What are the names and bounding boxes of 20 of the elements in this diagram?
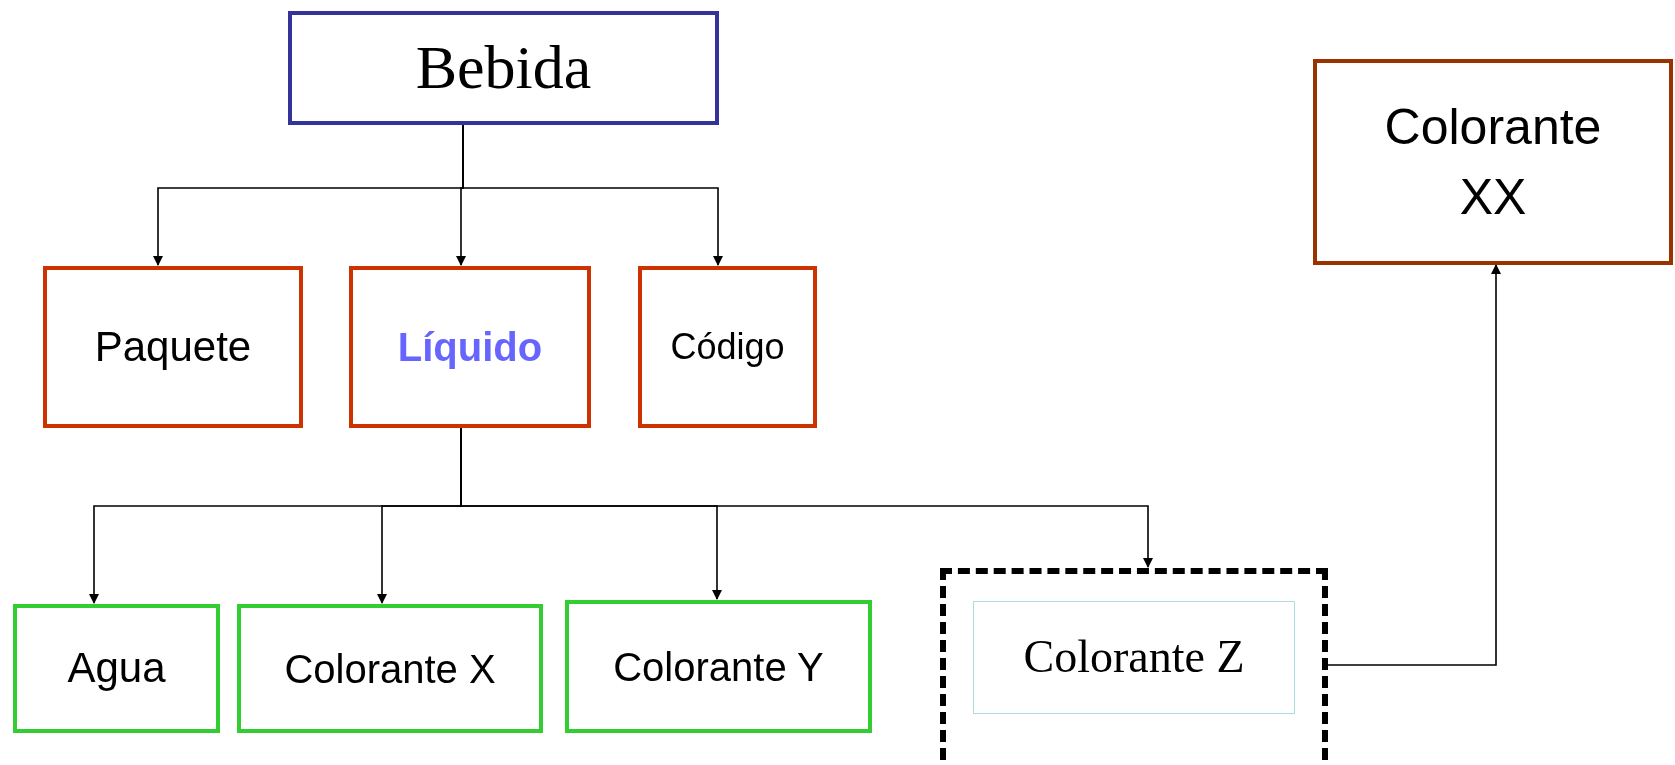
process-box	[565, 600, 872, 733]
process-box	[349, 266, 591, 428]
node-label: Código	[670, 326, 785, 368]
arrow	[462, 124, 723, 266]
node-label: Colorante X	[284, 645, 496, 692]
process-box	[638, 266, 817, 428]
node-label: Colorante Y	[613, 643, 824, 690]
node-label: Colorante Z	[1023, 631, 1245, 684]
node-label: Colorante XX	[1383, 98, 1603, 227]
node-label: Agua	[67, 644, 166, 693]
process-box	[237, 604, 543, 733]
process-box	[43, 266, 303, 428]
process-box	[288, 11, 719, 125]
process-box	[13, 604, 220, 733]
process-box	[973, 601, 1295, 714]
node-label: Bebida	[415, 32, 592, 104]
arrow	[1327, 264, 1501, 666]
node-label: Paquete	[94, 322, 252, 372]
node-label: Líquido	[397, 324, 543, 370]
process-box	[1313, 59, 1673, 265]
